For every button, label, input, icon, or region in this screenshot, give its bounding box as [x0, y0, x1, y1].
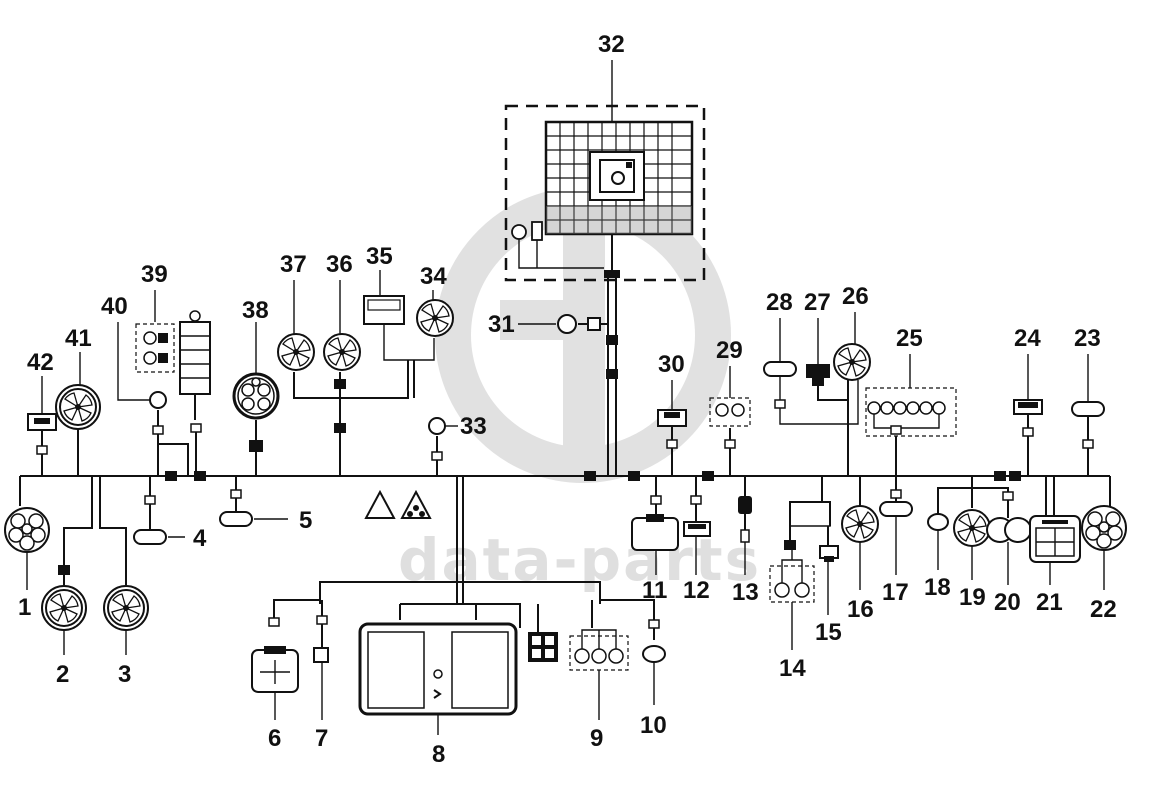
- callout-38: 38: [242, 297, 269, 324]
- connectors-14-15: [769, 476, 839, 603]
- connector-40: [117, 322, 202, 476]
- callout-23: 23: [1074, 325, 1101, 352]
- connector-10: [642, 645, 666, 663]
- main-harness: [19, 471, 1111, 506]
- callout-30: 30: [658, 351, 685, 378]
- callout-5: 5: [299, 507, 312, 534]
- callout-32: 32: [598, 31, 625, 58]
- connector-5: [219, 476, 288, 527]
- connector-22: [1081, 505, 1127, 551]
- connector-4: [133, 476, 185, 545]
- relay-25: [865, 387, 957, 476]
- callout-31: 31: [488, 311, 515, 338]
- callout-14: 14: [779, 655, 806, 682]
- callout-28: 28: [766, 289, 793, 316]
- connectors-11-12: [631, 476, 711, 551]
- callout-3: 3: [118, 661, 131, 688]
- connector-13: [738, 476, 752, 543]
- callout-2: 2: [56, 661, 69, 688]
- connector-6: [251, 646, 299, 693]
- connector-41: [55, 384, 101, 476]
- callout-21: 21: [1036, 589, 1063, 616]
- connector-7: [313, 647, 329, 663]
- connectors-18-21: [927, 476, 1081, 563]
- callout-11: 11: [642, 577, 667, 604]
- leader-lines: [26, 60, 1105, 735]
- connectors-26-28: [763, 343, 871, 476]
- callout-33: 33: [460, 413, 487, 440]
- callout-39: 39: [141, 261, 168, 288]
- callout-16: 16: [847, 596, 874, 623]
- callout-6: 6: [268, 725, 281, 752]
- callout-40: 40: [101, 293, 128, 320]
- connector-3: [103, 585, 149, 631]
- connector-1: [4, 507, 50, 553]
- callout-9: 9: [590, 725, 603, 752]
- callout-27: 27: [804, 289, 831, 316]
- connector-30: [657, 409, 687, 476]
- callout-19: 19: [959, 584, 986, 611]
- connector-38: [232, 372, 280, 476]
- lower-harness: [268, 476, 660, 650]
- callout-17: 17: [882, 579, 909, 606]
- callout-8: 8: [432, 741, 445, 768]
- warning-symbols: [364, 489, 432, 519]
- relay-39: [135, 290, 211, 420]
- callout-37: 37: [280, 251, 307, 278]
- callout-7: 7: [315, 725, 328, 752]
- trunk-32: [518, 270, 620, 476]
- branch-2-3: [58, 476, 127, 585]
- callout-10: 10: [640, 712, 667, 739]
- connectors-23-24: [1013, 399, 1105, 476]
- callout-24: 24: [1014, 325, 1041, 352]
- connector-2: [41, 585, 87, 631]
- callout-15: 15: [815, 619, 842, 646]
- fuse-box-32: [504, 104, 706, 282]
- callout-22: 22: [1090, 596, 1117, 623]
- callout-29: 29: [716, 337, 743, 364]
- connector-16: [841, 476, 879, 543]
- connector-17: [879, 476, 913, 517]
- callout-20: 20: [994, 589, 1021, 616]
- callout-42: 42: [27, 349, 54, 376]
- relay-29: [709, 397, 751, 476]
- ecu-8: [358, 604, 558, 716]
- callout-12: 12: [683, 577, 710, 604]
- callout-35: 35: [366, 243, 393, 270]
- callout-1: 1: [18, 594, 31, 621]
- callout-41: 41: [65, 325, 92, 352]
- callout-13: 13: [732, 579, 759, 606]
- callout-18: 18: [924, 574, 951, 601]
- callout-25: 25: [896, 325, 923, 352]
- callout-4: 4: [193, 525, 207, 552]
- relay-9: [569, 629, 629, 671]
- callout-labels: 1 2 3 4 5 6 7 8 9 10 11 12 13 14 15 16 1…: [18, 31, 1117, 768]
- connector-42: [27, 413, 57, 476]
- callout-26: 26: [842, 283, 869, 310]
- callout-34: 34: [420, 263, 447, 290]
- connectors-34-37: [277, 295, 454, 476]
- callout-36: 36: [326, 251, 353, 278]
- connector-33: [428, 417, 458, 476]
